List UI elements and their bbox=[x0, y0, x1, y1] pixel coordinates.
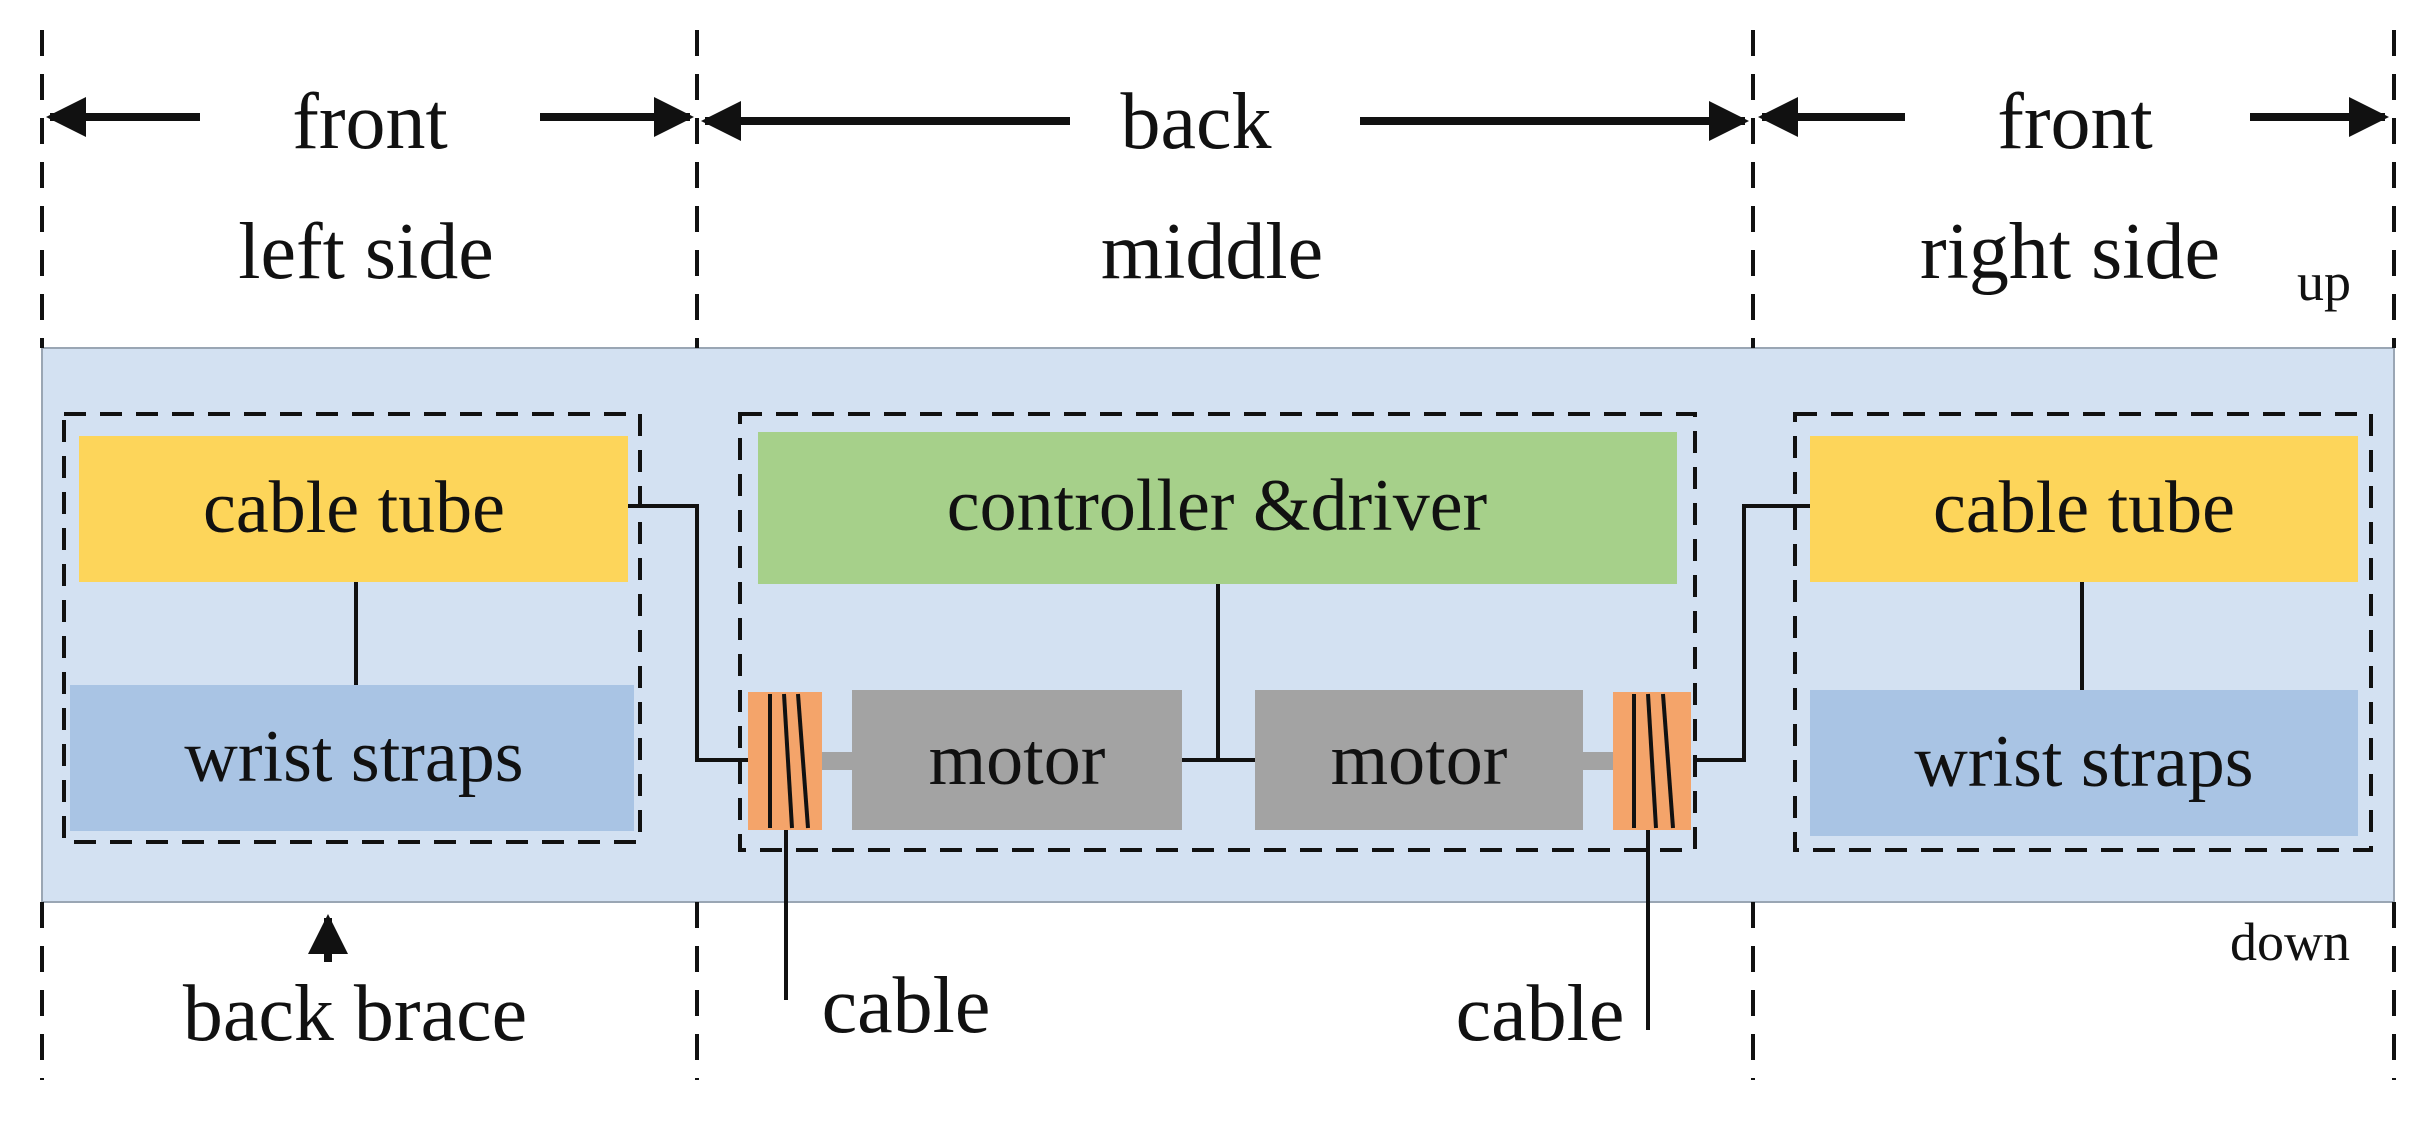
wrist-straps-right-box bbox=[1810, 690, 2358, 836]
connector-lines bbox=[354, 504, 2084, 1030]
cable-tube-left-box bbox=[79, 436, 628, 582]
motor-right-label: motor bbox=[1331, 719, 1508, 801]
front-right-label: front bbox=[1997, 78, 2153, 166]
cable-right-label: cable bbox=[1456, 970, 1625, 1058]
cable-tube-right-box bbox=[1810, 436, 2358, 582]
cable-left-label: cable bbox=[822, 962, 991, 1050]
shaft-right bbox=[1583, 752, 1613, 770]
left-side-label: left side bbox=[238, 208, 493, 296]
right-side-label: right side bbox=[1920, 208, 2220, 296]
up-label: up bbox=[2297, 252, 2351, 312]
cable-spool-right bbox=[1613, 692, 1691, 830]
motor-left-box bbox=[852, 690, 1182, 830]
cable-spool-left bbox=[748, 692, 822, 830]
front-left-label: front bbox=[292, 78, 448, 166]
shaft-left bbox=[822, 752, 852, 770]
down-label: down bbox=[2230, 912, 2350, 972]
cable-tube-right-label: cable tube bbox=[1933, 467, 2235, 549]
motor-left-label: motor bbox=[929, 719, 1106, 801]
wrist-straps-left-label: wrist straps bbox=[184, 716, 523, 798]
direction-arrows bbox=[46, 97, 2389, 141]
group-outlines bbox=[62, 412, 2373, 852]
controller-driver-box bbox=[758, 432, 1677, 584]
section-dividers bbox=[40, 30, 2396, 1080]
controller-driver-label: controller &driver bbox=[947, 465, 1487, 547]
cable-tube-left-label: cable tube bbox=[203, 467, 505, 549]
motor-right-box bbox=[1255, 690, 1583, 830]
back-label: back bbox=[1120, 78, 1271, 166]
wrist-straps-left-box bbox=[70, 685, 634, 831]
wrist-straps-right-label: wrist straps bbox=[1914, 721, 2253, 803]
back-brace-label: back brace bbox=[183, 970, 527, 1058]
middle-label: middle bbox=[1101, 208, 1323, 296]
